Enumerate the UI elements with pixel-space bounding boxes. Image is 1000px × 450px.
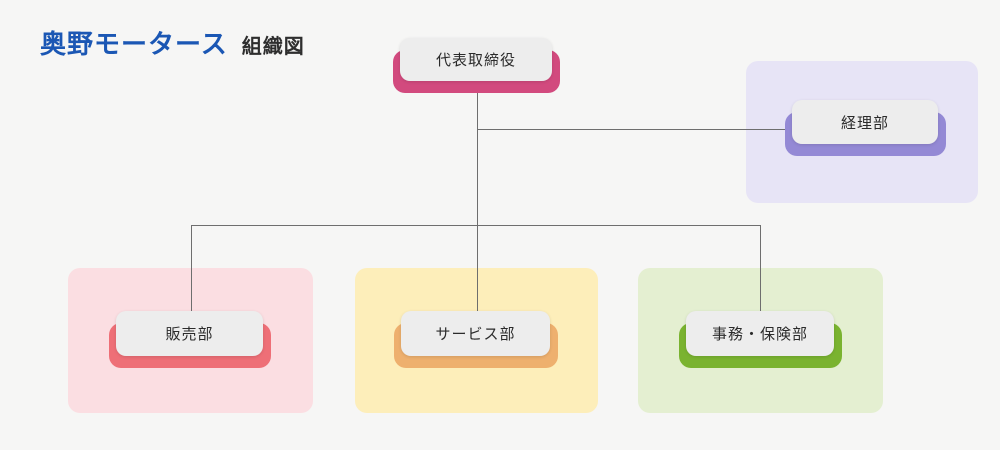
- org-node-label-accounting: 経理部: [792, 100, 938, 144]
- page-title: 奥野モータース 組織図: [40, 24, 305, 61]
- org-node-sales: 販売部: [109, 311, 271, 368]
- org-node-accounting: 経理部: [785, 100, 946, 156]
- connector-accounting-horizontal: [477, 129, 788, 130]
- org-node-admin-insurance: 事務・保険部: [679, 311, 842, 368]
- org-node-ceo: 代表取締役: [393, 38, 560, 93]
- org-node-label-service: サービス部: [401, 311, 550, 356]
- connector-drop-sales: [191, 225, 192, 311]
- company-name: 奥野モータース: [40, 29, 228, 59]
- org-node-label-sales: 販売部: [116, 311, 263, 356]
- connector-trunk-vertical: [477, 82, 478, 226]
- org-node-service: サービス部: [394, 311, 558, 368]
- connector-drop-admin: [760, 225, 761, 311]
- chart-type-label: 組織図: [241, 36, 305, 58]
- connector-drop-service: [477, 225, 478, 311]
- org-node-label-ceo: 代表取締役: [400, 38, 552, 81]
- connector-lower-horizontal: [191, 225, 761, 226]
- org-node-label-admin-insurance: 事務・保険部: [686, 311, 834, 356]
